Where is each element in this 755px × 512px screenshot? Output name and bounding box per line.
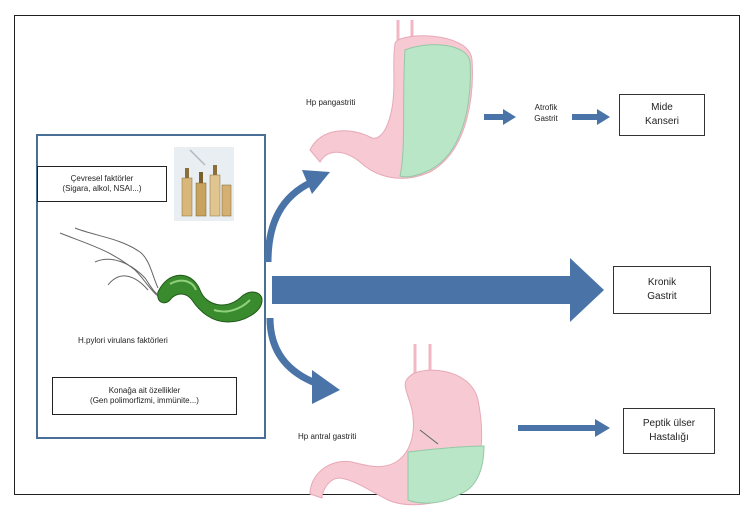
- cancer-line2: Kanseri: [645, 116, 679, 127]
- ulcer-line1: Peptik ülser: [642, 418, 696, 429]
- antral-gastritis-label: Hp antral gastriti: [298, 432, 357, 441]
- arrow-to-pangastritis: [264, 170, 330, 263]
- arrow-to-chronic-gastritis: [272, 258, 604, 322]
- chronic-gastritis-box: Kronik Gastrit: [613, 266, 711, 314]
- atrophic-line2: Gastrit: [534, 114, 558, 123]
- arrow-to-cancer: [572, 109, 610, 125]
- arrow-to-antral-gastritis: [266, 317, 340, 404]
- pangastritis-label: Hp pangastriti: [306, 98, 356, 107]
- ulcer-line2: Hastalığı: [649, 432, 689, 443]
- chronic-line2: Gastrit: [647, 291, 677, 302]
- bacterium-icon: [59, 227, 263, 323]
- stomach-pangastritis: [309, 20, 473, 179]
- gastric-cancer-box: Mide Kanseri: [619, 94, 705, 136]
- chemical-factors-line2: (Sigara, alkol, NSAI...): [62, 184, 142, 193]
- peptic-ulcer-box: Peptik ülser Hastalığı: [623, 408, 715, 454]
- host-factors-line1: Konağa ait özellikler: [108, 386, 181, 395]
- cancer-line1: Mide: [651, 102, 673, 113]
- host-factors-box: Konağa ait özellikler (Gen polimorfizmi,…: [52, 377, 237, 415]
- chemical-factors-box: Çevresel faktörler (Sigara, alkol, NSAI.…: [37, 166, 167, 202]
- arrow-to-atrophic: [484, 109, 516, 125]
- stomach-antral-gastritis: [309, 344, 485, 506]
- arrow-to-peptic-ulcer: [518, 419, 610, 437]
- atrophic-gastritis-label: Atrofik Gastrit: [520, 102, 572, 124]
- chronic-line1: Kronik: [647, 277, 677, 288]
- bottles-image: [174, 147, 234, 221]
- virulence-caption: H.pylori virulans faktörleri: [78, 336, 168, 345]
- host-factors-line2: (Gen polimorfizmi, immünite...): [90, 396, 199, 405]
- chemical-factors-line1: Çevresel faktörler: [70, 174, 134, 183]
- atrophic-line1: Atrofik: [534, 103, 558, 112]
